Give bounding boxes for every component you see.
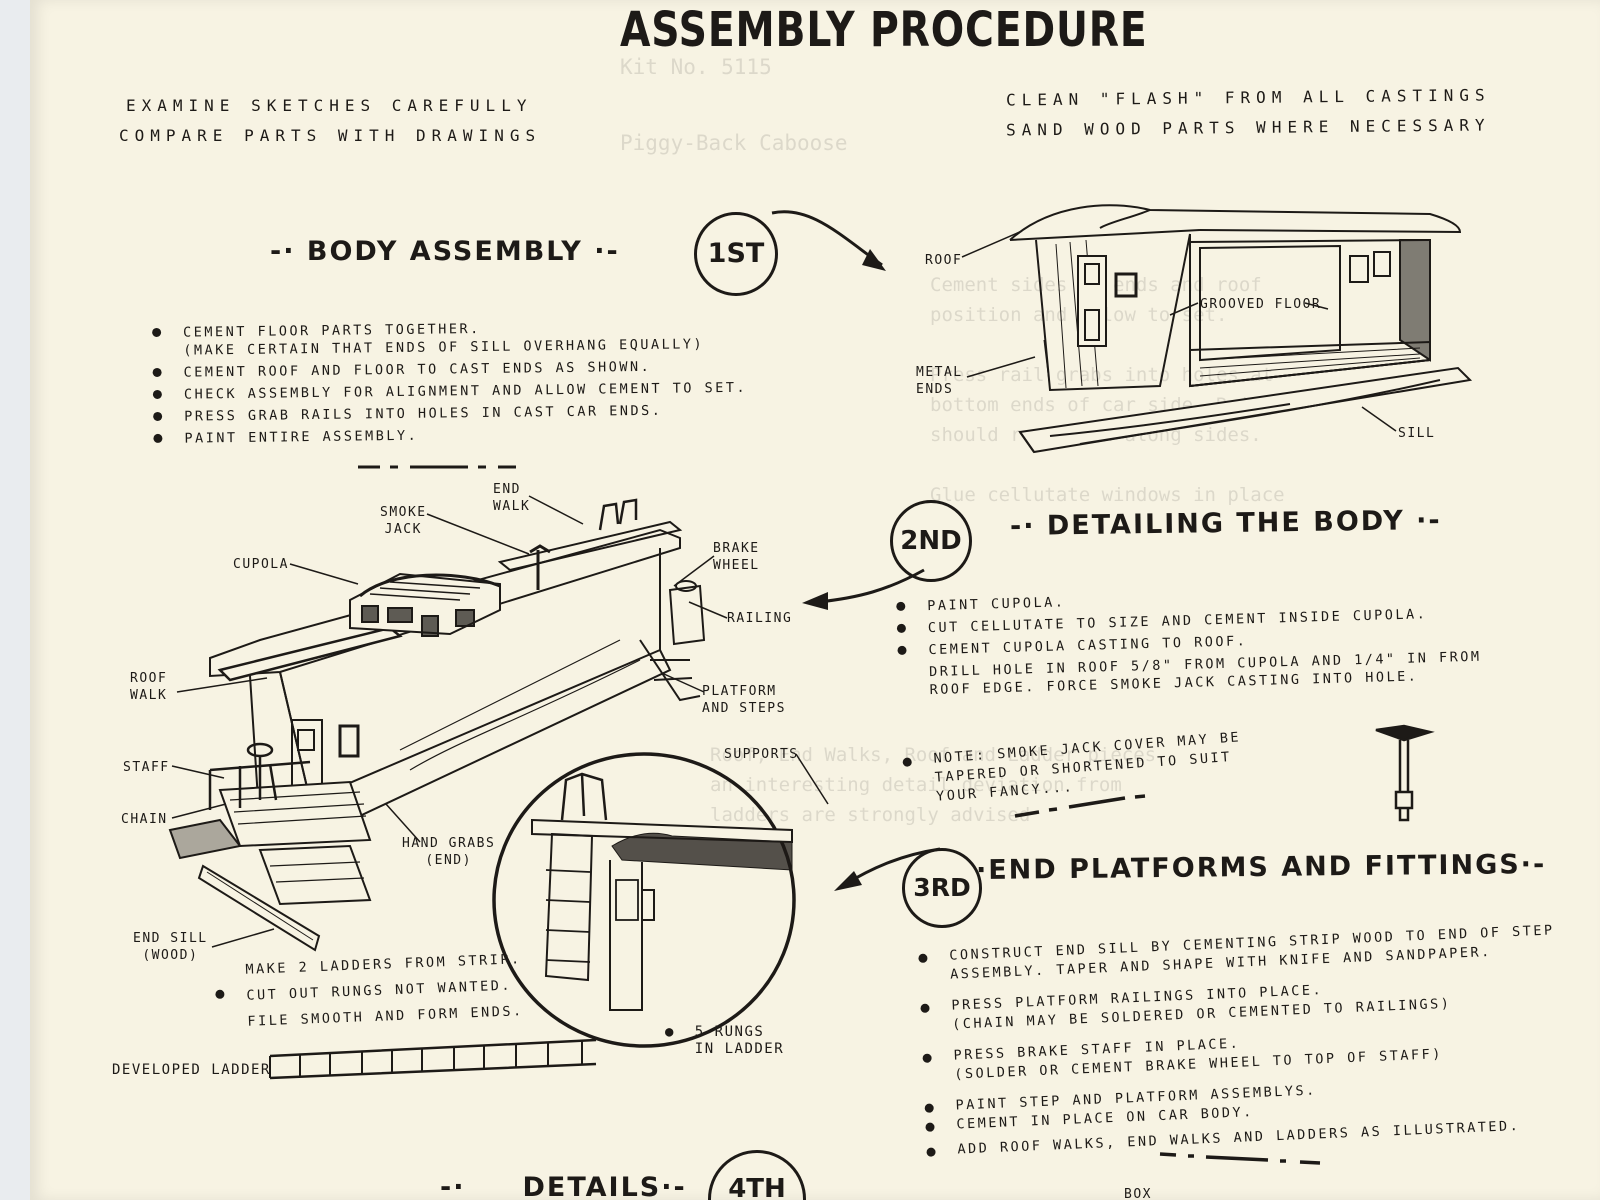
body-assembly-heading: -· BODY ASSEMBLY ·- (270, 236, 620, 267)
bullet (922, 1053, 932, 1063)
ladder-detail-circle (492, 752, 796, 1048)
leader-line (289, 563, 359, 585)
bullet (902, 757, 913, 767)
end-sill-drawing (197, 864, 321, 952)
intro-left-line-2: COMPARE PARTS WITH DRAWINGS (119, 126, 542, 145)
step-4-badge: 4TH (708, 1150, 806, 1200)
step-1-instructions: CEMENT FLOOR PARTS TOGETHER. (MAKE CERTA… (152, 315, 748, 450)
dash-divider (358, 465, 516, 469)
label-rungs-in-ladder: ● 5 RUNGS IN LADDER (665, 1024, 785, 1057)
bullet (897, 645, 907, 655)
bullet (926, 1147, 936, 1157)
leader-line (961, 230, 1023, 258)
details-heading-partial: -· DETAILS·- (440, 1172, 687, 1200)
body-shell-drawing (1009, 204, 1473, 454)
step-1-badge: 1ST (694, 212, 778, 296)
intro-left-line-1: EXAMINE SKETCHES CAREFULLY (126, 96, 533, 115)
step-3-badge: 3RD (902, 848, 982, 928)
leader-line (211, 928, 275, 948)
developed-ladder-drawing (269, 1038, 597, 1080)
bullet (918, 953, 928, 963)
page-title: ASSEMBLY PROCEDURE (620, 2, 1148, 58)
step-1-arrow-icon (771, 210, 886, 271)
bullet (152, 389, 162, 399)
leader-line (171, 765, 225, 779)
step-3-instructions: CONSTRUCT END SILL BY CEMENTING STRIP WO… (918, 921, 1563, 1160)
smoke-jack-icon (1375, 724, 1435, 822)
step-2-arrow-icon (802, 568, 925, 610)
bullet (153, 411, 163, 421)
leader-line (385, 803, 421, 843)
label-supports: SUPPORTS (724, 747, 799, 762)
dash-divider (1159, 1152, 1321, 1165)
leader-line (171, 803, 227, 819)
leader-line (966, 356, 1036, 378)
step-2-badge: 2ND (890, 500, 972, 582)
bullet (896, 623, 907, 633)
label-end-sill: END SILL(WOOD) (133, 931, 208, 963)
leader-line (426, 513, 530, 555)
bullet (920, 1003, 930, 1013)
label-box: BOX (1124, 1187, 1152, 1200)
bullet (152, 367, 162, 377)
bullet (896, 601, 906, 611)
intro-right-line-1: CLEAN "FLASH" FROM ALL CASTINGS (1005, 85, 1491, 110)
detailing-heading: -· DETAILING THE BODY ·- (1009, 504, 1442, 543)
ladder-instructions: MAKE 2 LADDERS FROM STRIP. CUT OUT RUNGS… (214, 946, 524, 1036)
bullet (924, 1103, 934, 1113)
label-roof: ROOF (925, 253, 963, 268)
label-sill: SILL (1398, 426, 1436, 441)
leader-line (528, 495, 584, 525)
bullet (153, 433, 163, 443)
bullet (925, 1122, 935, 1132)
bullet (215, 989, 225, 999)
label-hand-grabs: HAND GRABS(END) (402, 836, 496, 868)
leader-line (663, 673, 705, 693)
label-developed-ladder: DEVELOPED LADDER (112, 1062, 271, 1078)
leader-line (1361, 406, 1397, 432)
leader-line (673, 555, 715, 587)
leader-line (688, 601, 728, 619)
caboose-drawing (168, 498, 706, 906)
end-platforms-heading: ·END PLATFORMS AND FITTINGS·- (975, 849, 1547, 886)
dash-divider (1014, 794, 1146, 818)
label-grooved-floor: GROOVED FLOOR (1200, 297, 1322, 312)
leader-line (795, 753, 829, 805)
label-railing: RAILING (727, 611, 793, 626)
leader-line (176, 677, 268, 693)
label-staff: STAFF (123, 760, 170, 775)
leader-line (1169, 302, 1329, 316)
bullet (152, 327, 162, 337)
label-chain: CHAIN (121, 812, 168, 827)
intro-right-line-2: SAND WOOD PARTS WHERE NECESSARY (1005, 115, 1491, 140)
label-cupola: CUPOLA (233, 557, 289, 572)
step-2-instructions: PAINT CUPOLA. CUT CELLUTATE TO SIZE AND … (896, 580, 1482, 702)
